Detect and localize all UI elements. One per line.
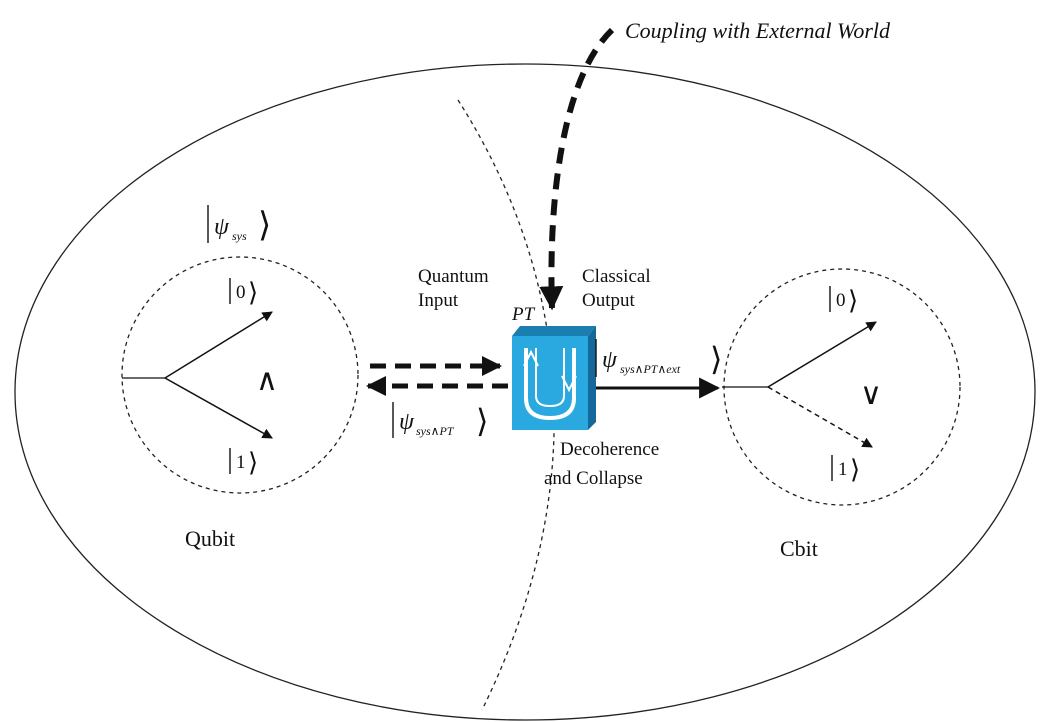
cbit-group: ∨ 0 ⟩ 1 ⟩ Cbit <box>722 268 961 561</box>
pt-label: PT <box>511 304 536 325</box>
cbit-ket0-arrow <box>767 321 877 388</box>
cbit-ket1-arrow <box>767 386 873 448</box>
qubit-circle <box>121 256 359 494</box>
svg-text:0: 0 <box>236 282 246 303</box>
qubit-ket1-arrow <box>164 377 273 439</box>
svg-text:⟩: ⟩ <box>258 207 271 244</box>
svg-text:⟩: ⟩ <box>850 455 860 484</box>
svg-text:ψ: ψ <box>214 214 230 240</box>
svg-text:⟩: ⟩ <box>476 403 488 439</box>
quantum-classical-boundary <box>457 99 555 711</box>
svg-text:ψ: ψ <box>602 347 618 373</box>
quantum-input-label: Quantum <box>418 266 489 287</box>
svg-text:Output: Output <box>582 290 636 311</box>
svg-text:0: 0 <box>836 290 846 311</box>
svg-text:⟩: ⟩ <box>710 341 722 377</box>
svg-text:sys∧PT: sys∧PT <box>416 424 455 438</box>
svg-text:⟩: ⟩ <box>248 448 258 477</box>
svg-text:sys∧PT∧ext: sys∧PT∧ext <box>620 362 681 376</box>
system-boundary-ellipse <box>14 63 1036 721</box>
coupling-arrow <box>539 27 615 311</box>
svg-text:sys: sys <box>232 229 247 243</box>
svg-text:Input: Input <box>418 290 459 311</box>
svg-text:1: 1 <box>838 459 848 480</box>
qubit-ket0-arrow <box>164 311 273 379</box>
qubit-label: Qubit <box>185 526 235 551</box>
svg-text:ψ: ψ <box>399 409 415 435</box>
output-state: ψ sys∧PT∧ext ⟩ <box>595 339 722 377</box>
feedback-state: ψ sys∧PT ⟩ <box>392 402 488 439</box>
qubit-operator: ∧ <box>256 364 278 397</box>
cbit-label: Cbit <box>780 536 818 561</box>
svg-text:⟩: ⟩ <box>848 286 858 315</box>
classical-output-label: Classical <box>582 266 651 287</box>
qubit-group: ∧ ψ sys ⟩ 0 ⟩ 1 ⟩ Qubit <box>121 205 359 551</box>
svg-text:1: 1 <box>236 452 246 473</box>
svg-text:and Collapse: and Collapse <box>544 468 643 489</box>
pt-device: PT <box>511 304 596 430</box>
decoherence-label: Decoherence <box>560 439 659 460</box>
coupling-title: Coupling with External World <box>625 18 891 43</box>
svg-text:⟩: ⟩ <box>248 278 258 307</box>
cbit-operator: ∨ <box>860 378 882 411</box>
